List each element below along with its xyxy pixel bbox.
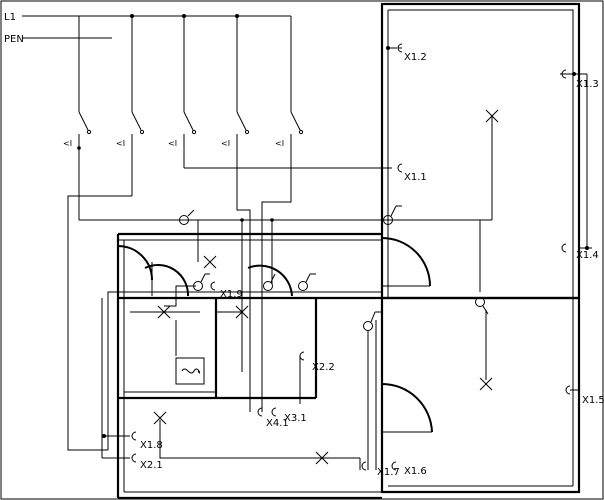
doors — [117, 237, 433, 433]
breaker-label-2: <I — [116, 139, 125, 148]
label-x1-1: X1.1 — [404, 172, 427, 183]
switch-icon — [298, 273, 316, 291]
lamps — [153, 109, 499, 465]
label-x1-8: X1.8 — [140, 440, 163, 451]
breaker-label-4: <I — [221, 139, 230, 148]
breaker-label-5: <I — [275, 139, 284, 148]
label-x1-6: X1.6 — [404, 466, 427, 477]
socket-icon — [397, 43, 403, 53]
lamp-icon — [153, 411, 167, 425]
lamp-icon — [485, 109, 499, 123]
breaker-3 — [183, 111, 197, 168]
switch-icon — [363, 311, 381, 331]
socket-icon — [131, 453, 137, 463]
walls — [116, 2, 581, 500]
door-swing-5 — [381, 382, 433, 433]
socket-icon — [561, 243, 567, 253]
socket-icon — [397, 163, 403, 173]
pen-label: PEN — [4, 34, 24, 45]
switch-icon — [179, 209, 195, 225]
socket-icon — [210, 281, 216, 291]
socket-icon — [257, 407, 263, 417]
lamp-icon — [235, 305, 249, 319]
socket-icon — [361, 461, 367, 471]
label-x1-9: X1.9 — [220, 289, 243, 300]
l1-label: L1 — [4, 12, 16, 23]
vent-fan-icon — [175, 357, 205, 385]
label-x1-5: X1.5 — [582, 395, 604, 406]
wall-right-bottom-room — [380, 298, 581, 494]
lamp-icon — [479, 377, 493, 391]
sockets — [131, 43, 580, 471]
door-swing-3 — [247, 264, 293, 297]
label-x1-3: X1.3 — [576, 79, 599, 90]
label-x1-2: X1.2 — [404, 52, 427, 63]
supply-lines — [22, 14, 292, 112]
circuit-wiring — [67, 46, 592, 470]
label-x1-7: X1.7 — [377, 467, 400, 478]
breakers — [77, 111, 304, 196]
label-x3-1: X3.1 — [284, 413, 307, 424]
socket-icon — [391, 461, 397, 471]
socket-icon — [271, 407, 277, 417]
lamp-icon — [157, 305, 171, 319]
switch-icon — [383, 205, 402, 225]
breaker-label-3: <I — [168, 139, 177, 148]
switches — [179, 205, 489, 331]
label-x1-4: X1.4 — [576, 250, 599, 261]
label-x2-1: X2.1 — [140, 460, 163, 471]
switch-icon — [263, 273, 276, 291]
breaker-label-1: <I — [63, 139, 72, 148]
label-x4-1: X4.1 — [266, 418, 289, 429]
lamp-icon — [315, 451, 329, 465]
socket-icon — [131, 431, 137, 441]
socket-icon — [299, 351, 305, 361]
switch-icon — [193, 273, 210, 291]
label-x2-2: X2.2 — [312, 362, 335, 373]
breaker-4 — [236, 111, 250, 196]
lamp-icon — [203, 255, 217, 269]
door-swing-4 — [381, 237, 431, 287]
socket-icon — [565, 385, 580, 395]
breaker-1 — [77, 111, 92, 150]
switch-icon — [475, 297, 489, 315]
breaker-2 — [131, 111, 145, 196]
labels: L1 PEN <I <I <I <I <I X1.2 X1.3 X1.1 X1.… — [4, 12, 604, 478]
breaker-5 — [290, 111, 304, 196]
socket-icon — [561, 69, 567, 79]
door-swing-1 — [117, 245, 153, 281]
